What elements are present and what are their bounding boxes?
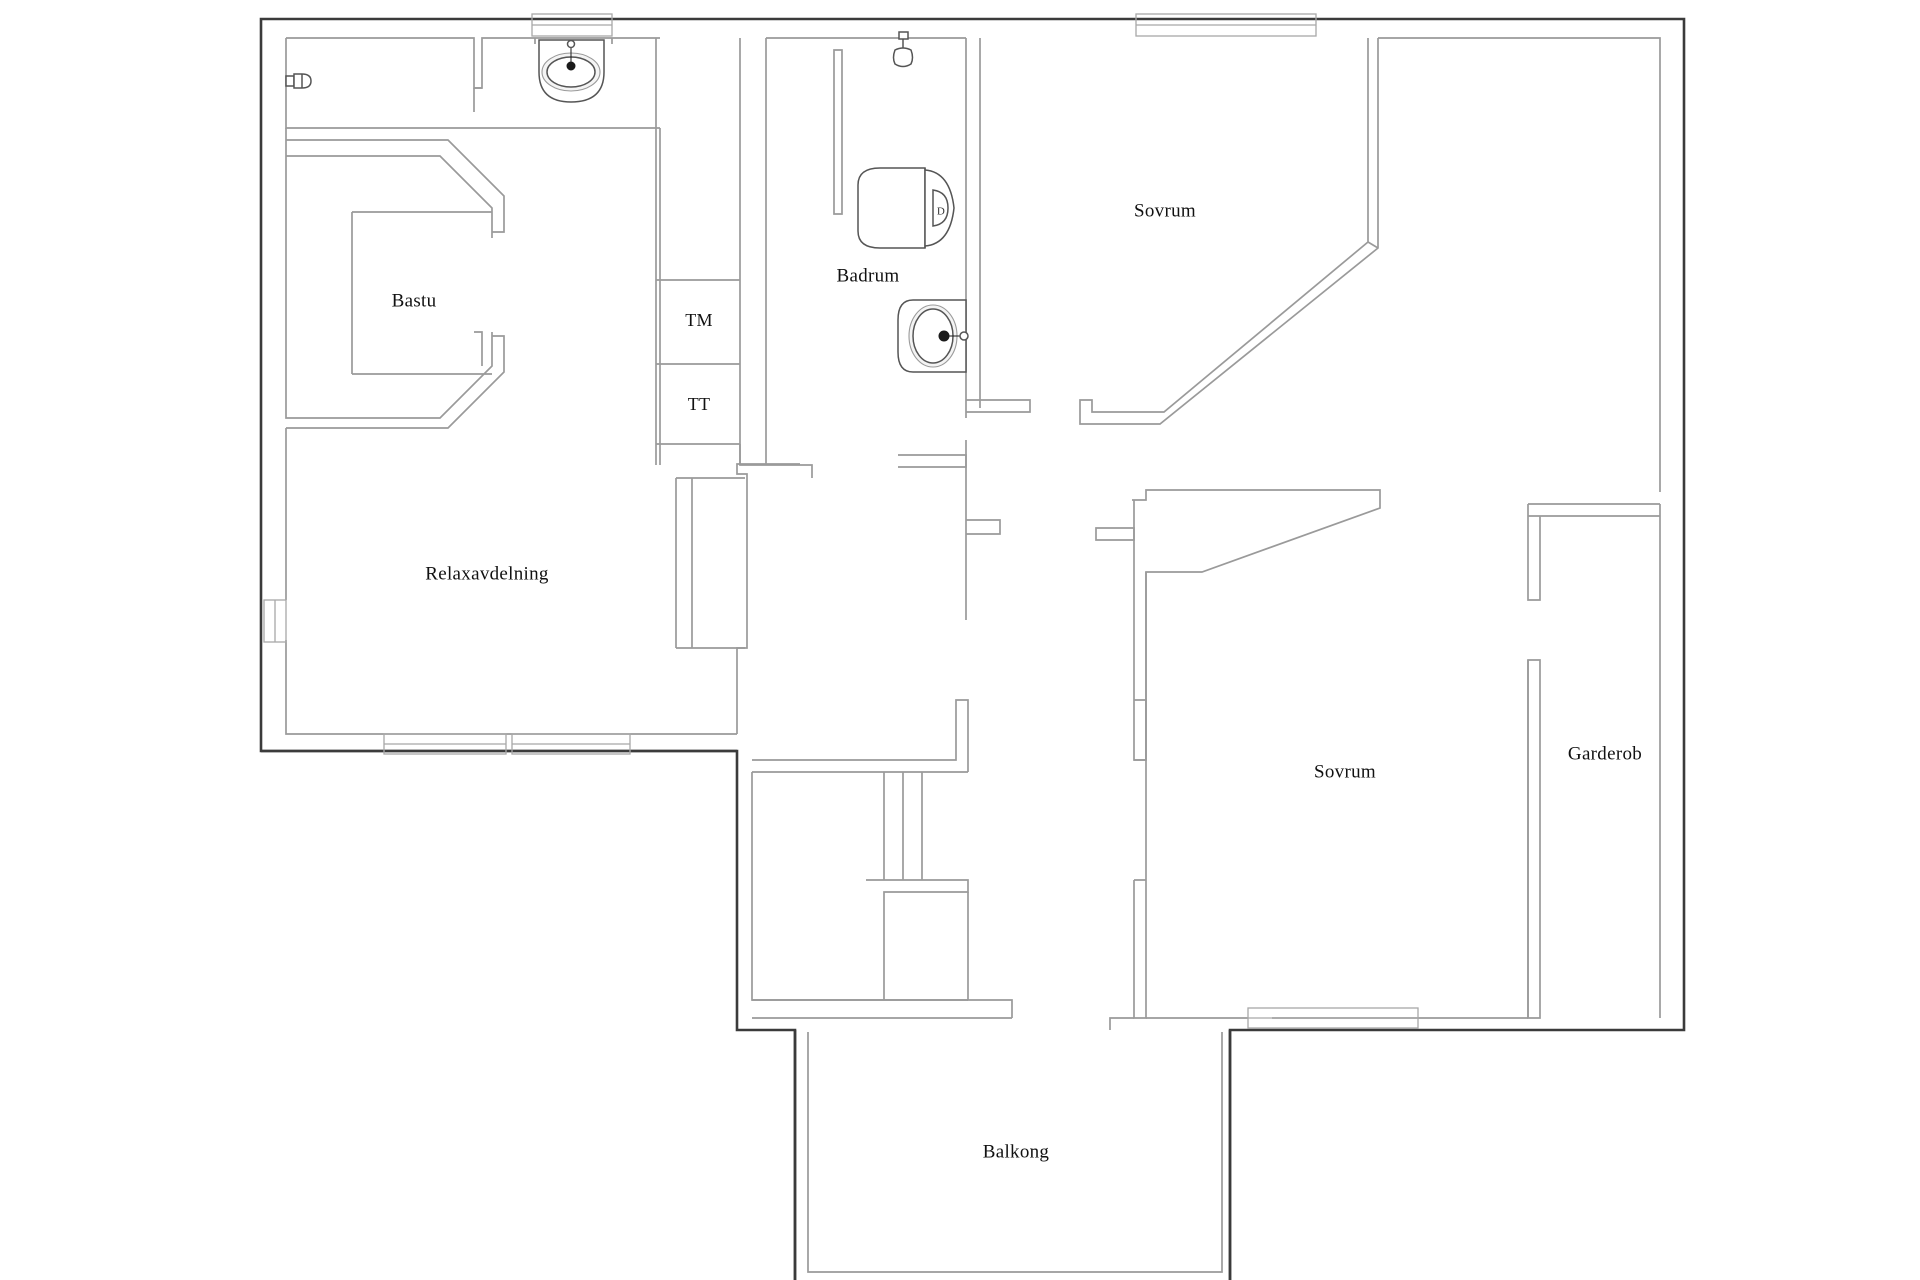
badrum-doorjamb-c: [966, 519, 1001, 535]
garderob-top-wall: [1528, 503, 1660, 517]
window-group-top: [531, 13, 1317, 37]
room-label-sovrum-top: Sovrum: [1134, 200, 1196, 221]
shaft-base: [866, 879, 969, 1000]
balkong: [793, 1030, 1232, 1280]
outer-walls: [259, 17, 1686, 1280]
lower-center-top: [752, 699, 969, 772]
window-left: [263, 599, 287, 643]
shower-head-icon: [892, 31, 914, 68]
shower-mixer-icon: [285, 73, 312, 89]
room-label-bastu: Bastu: [392, 290, 437, 311]
bastu-door-jamb-bottom: [474, 331, 483, 366]
tt-lower-jog: [739, 444, 813, 478]
lower-center-right: [967, 892, 1013, 1018]
room-label-badrum: Badrum: [836, 265, 899, 286]
sovrum-bottom-left-wall: [1133, 699, 1147, 1019]
balkong-railing-inner: [807, 1032, 1223, 1273]
tapered-wall: [1132, 489, 1381, 761]
window-sovrum-lower: [1247, 1007, 1419, 1029]
relax-area-walls: [285, 128, 800, 735]
lower-center-outline: [751, 771, 968, 1001]
shower-partition: [833, 49, 843, 215]
badrum-doorjamb-a: [966, 399, 1031, 413]
washbasin-alcove: [534, 38, 613, 44]
relax-right-wall: [736, 463, 800, 734]
sovrum-top-walls: [979, 37, 1661, 492]
sink-icon: [897, 299, 969, 373]
garderob-walls: [1527, 503, 1661, 1019]
toilet-tank-mark: D: [937, 206, 945, 218]
tapered-wall-stub: [1095, 527, 1135, 541]
tm-tt-column: [655, 38, 741, 465]
tm-tt-closets: [655, 38, 813, 478]
lower-center-walls: [751, 699, 1013, 1019]
sovrum-bottom-doorjamb: [1109, 1017, 1134, 1030]
fixture-group: D: [285, 31, 969, 373]
sovrum-top-diag-inner: [1367, 241, 1379, 249]
room-label-tt: TT: [688, 394, 711, 414]
toilet-icon: D: [857, 167, 955, 249]
bastu-walls: [285, 88, 493, 419]
window-top-left: [531, 13, 613, 37]
room-label-garderob: Garderob: [1568, 743, 1642, 764]
window-top-right: [1135, 13, 1317, 37]
balkong-outline: [793, 1030, 1232, 1280]
relax-closet-partition: [675, 477, 745, 649]
badrum-doorjamb-b: [898, 454, 967, 468]
room-label-tm: TM: [685, 310, 713, 330]
garderob-left-upper: [1527, 504, 1541, 601]
room-labels: Bastu Relaxavdelning TM TT Badrum Sovrum…: [392, 200, 1642, 1162]
window-group-relax-bottom: [383, 733, 631, 755]
center-corridor-walls: [1095, 489, 1381, 761]
room-label-relaxavdelning: Relaxavdelning: [425, 563, 549, 584]
sovrum-top-diagonal-wall: [1079, 38, 1379, 425]
window-relax-a: [383, 733, 507, 755]
bastu-inner-partition: [351, 211, 492, 375]
bastu-area-walls: [285, 37, 660, 429]
garderob-left-lower: [1527, 659, 1541, 1019]
room-label-sovrum-bottom: Sovrum: [1314, 761, 1376, 782]
bastu-wall-outer-chamfer: [286, 139, 505, 429]
room-label-balkong: Balkong: [983, 1141, 1050, 1162]
sovrum-top-right-wall: [1378, 37, 1661, 492]
washbasin-icon: [538, 39, 605, 103]
window-relax-b: [511, 733, 631, 755]
building-outline: [259, 17, 1686, 1280]
shaft-lines: [883, 772, 923, 880]
sovrum-bottom-walls: [1109, 660, 1529, 1030]
